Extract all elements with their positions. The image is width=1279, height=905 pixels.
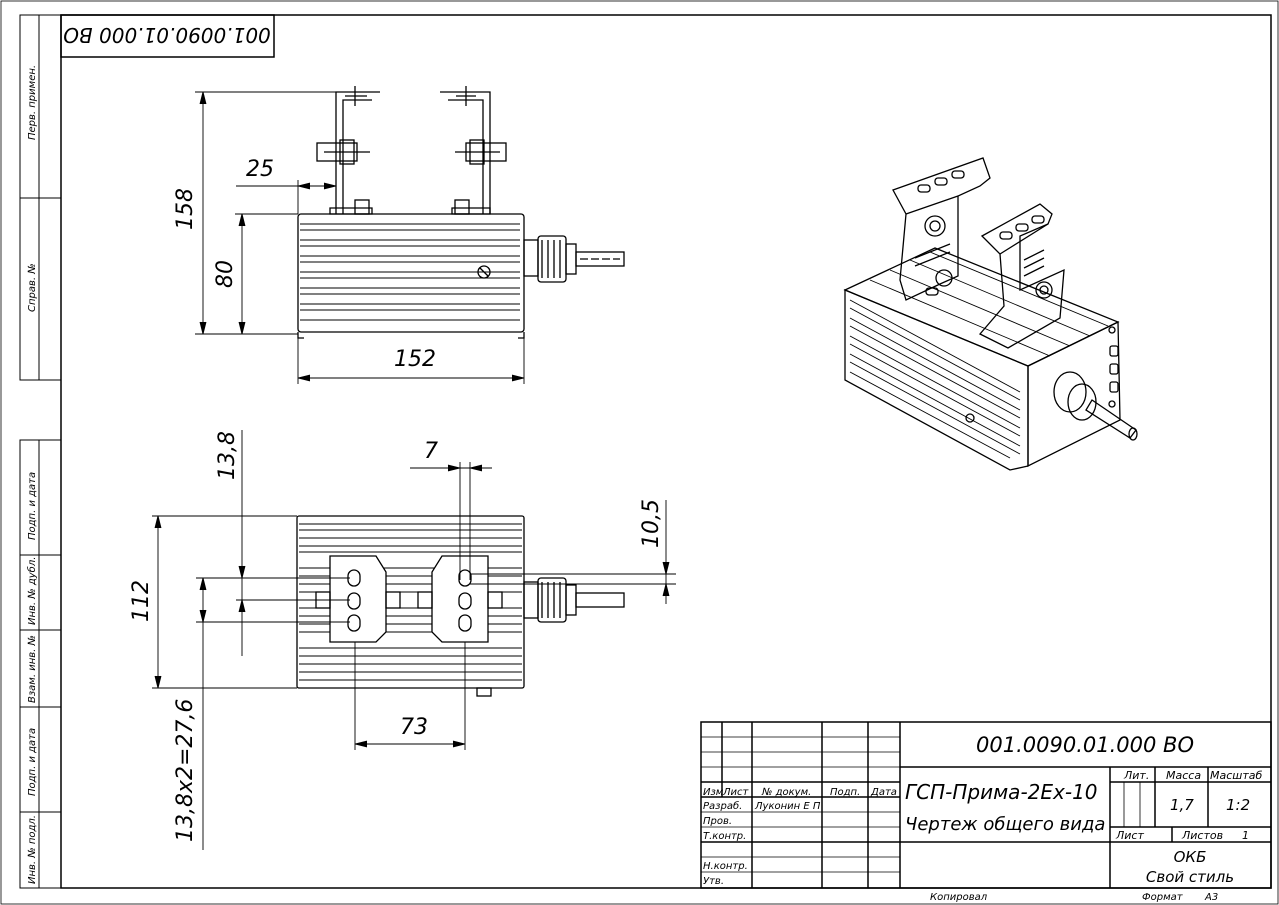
front-view [297,86,625,339]
side-label-perv: Перв. примен. [27,65,38,140]
left-strip [19,14,62,889]
dim-13-8: 13,8 [215,431,240,480]
tb-col-izm: Изм [703,787,724,798]
top-view [296,515,625,697]
dim-152: 152 [394,347,436,372]
dim-112: 112 [129,580,154,622]
tb-lit-label: Лит. [1123,769,1149,782]
dim-10-5: 10,5 [639,499,664,548]
dim-158: 158 [173,188,198,230]
tb-row-prov: Пров. [703,816,732,827]
tb-sheets-value: 1 [1242,829,1249,842]
footer-copied: Копировал [930,892,988,903]
tb-col-list: Лист [722,787,750,798]
side-label-vzam: Взам. инв. № [27,635,38,703]
tb-org-line2: Свой стиль [1146,868,1234,886]
tb-row-utv: Утв. [703,876,724,887]
dim-80: 80 [213,260,238,288]
tb-scale-value: 1:2 [1226,796,1250,814]
tb-org-line1: ОКБ [1174,848,1207,866]
footer-format-label: Формат [1142,892,1184,903]
isometric-view [843,157,1138,471]
side-label-podp1: Подп. и дата [27,472,38,540]
tb-designation: 001.0090.01.000 ВО [976,733,1194,757]
tb-mass-label: Масса [1166,769,1201,782]
tb-razrab-name: Луконин Е П [754,801,821,812]
tb-col-data: Дата [870,787,897,798]
tb-name-line2: Чертеж общего вида [905,814,1105,835]
front-dims [195,91,525,384]
footer-format-value: А3 [1204,892,1218,903]
side-label-inv-dubl: Инв. № дубл. [26,557,38,625]
title-block [700,721,1272,889]
tb-col-docum: № докум. [761,787,811,798]
tb-sheets-label: Листов [1181,829,1223,842]
tb-sheet-label: Лист [1115,829,1144,842]
top-dims [152,430,676,850]
tb-row-razrab: Разраб. [703,800,742,812]
side-label-sprav: Справ. № [27,263,38,312]
side-label-podp2: Подп. и дата [27,728,38,796]
tb-row-nkontr: Н.контр. [703,861,748,872]
tb-row-tkontr: Т.контр. [703,831,746,842]
tb-col-podp: Подп. [830,787,860,798]
top-stamp-box [60,14,275,58]
dim-25: 25 [246,157,274,182]
top-stamp-text: 001.0090.01.000 ВО [63,23,271,47]
inner-frame [60,14,1272,889]
side-label-inv-podl: Инв. № подл. [27,815,38,884]
tb-scale-label: Масштаб [1210,769,1262,782]
dim-27-6: 13,8х2=27,6 [173,699,198,842]
dim-73: 73 [400,715,428,740]
tb-mass-value: 1,7 [1170,796,1194,814]
tb-name-line1: ГСП-Прима-2Ех-10 [905,780,1098,804]
dim-7: 7 [424,439,438,464]
